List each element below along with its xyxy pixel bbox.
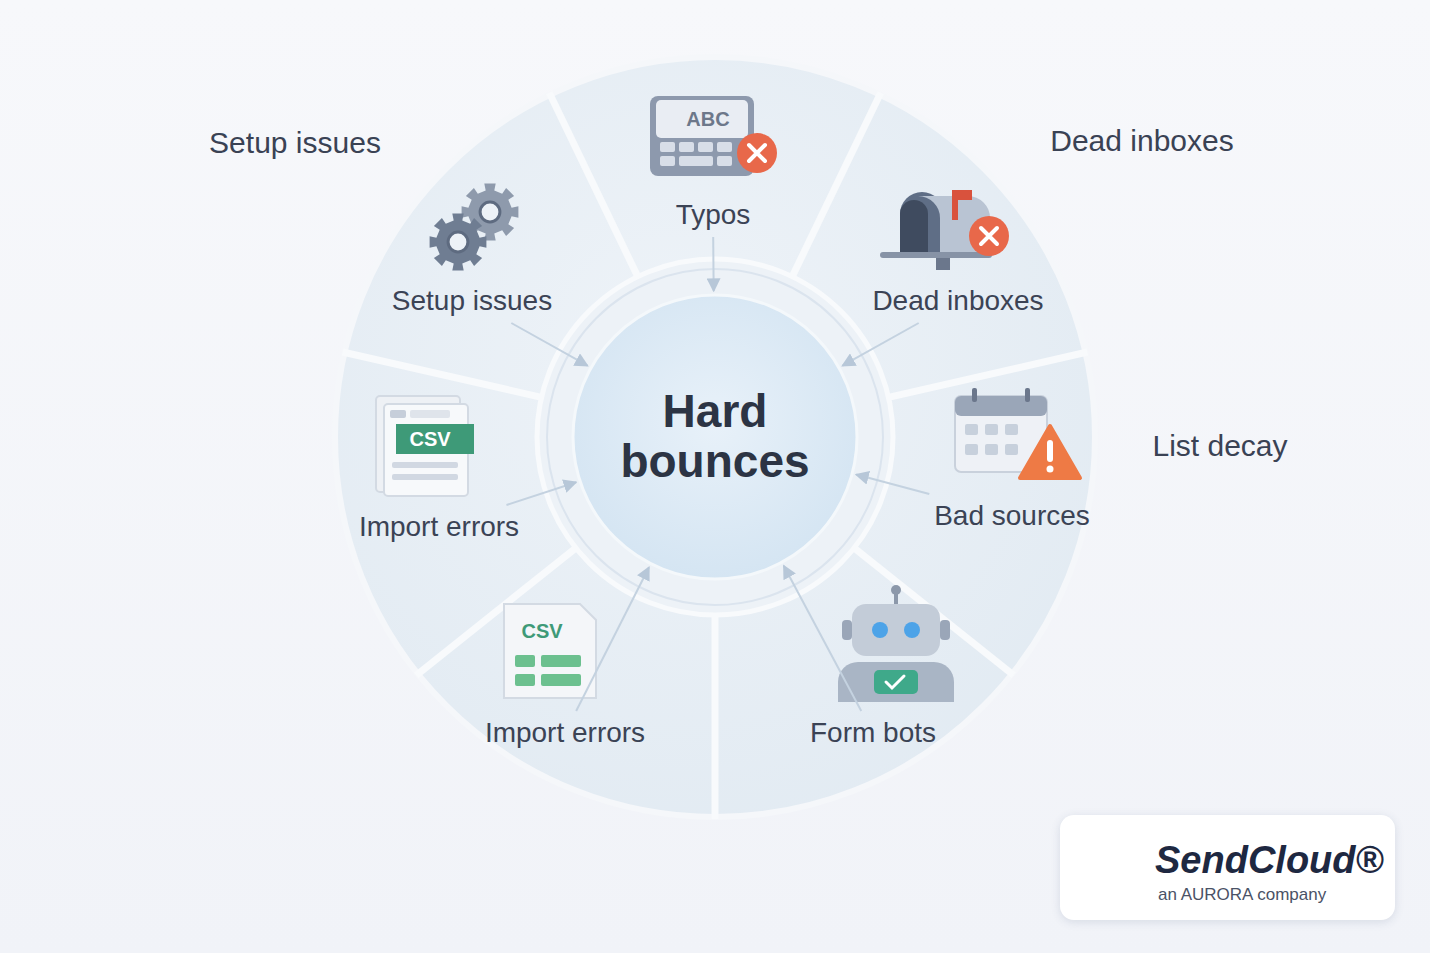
wheel-divider xyxy=(792,93,881,277)
flow-arrow xyxy=(712,237,714,291)
gear-icon xyxy=(430,214,487,271)
node-label: Typos xyxy=(676,199,751,230)
node-label: Dead inboxes xyxy=(872,285,1043,316)
flow-arrow xyxy=(511,323,587,366)
cause-segment: Form bots xyxy=(806,715,940,751)
logo-box: SendCloud® an AURORA company xyxy=(1060,815,1395,920)
flow-arrow xyxy=(784,566,862,711)
cause-segment: Bad sources xyxy=(930,498,1094,534)
gear-hole xyxy=(448,232,468,252)
brand-tagline: an AURORA company xyxy=(1158,885,1326,905)
gear-hole xyxy=(480,202,500,222)
node-label: Hard bounces xyxy=(600,387,830,486)
flow-arrow xyxy=(576,567,649,711)
node-label: Import errors xyxy=(359,511,519,542)
wheel-divider xyxy=(889,352,1088,397)
cause-segment: Typos xyxy=(672,197,755,233)
node-label: Setup issues xyxy=(392,285,552,316)
wheel-divider xyxy=(343,352,542,397)
cause-segment: Dead inboxes xyxy=(868,283,1047,319)
icon-text: CSV xyxy=(521,620,562,643)
flow-arrow xyxy=(506,482,576,505)
node-label: Import errors xyxy=(485,717,645,748)
outer-label: List decay xyxy=(1152,429,1287,463)
cause-segment: Import errors xyxy=(355,509,523,545)
outer-label: Setup issues xyxy=(209,126,381,160)
wheel-divider xyxy=(549,93,638,277)
cause-segment: Setup issues xyxy=(388,283,556,319)
outer-label: Dead inboxes xyxy=(1050,124,1233,158)
flow-arrow xyxy=(842,323,918,366)
icon-text: CSV xyxy=(409,428,450,451)
node-label: Form bots xyxy=(810,717,936,748)
flow-arrow xyxy=(856,475,929,494)
node-label: Bad sources xyxy=(934,500,1090,531)
cause-segment: Import errors xyxy=(481,715,649,751)
brand-name: SendCloud® xyxy=(1155,839,1384,882)
hard-bounces-hub: Hard bounces xyxy=(573,295,857,579)
wheel-divider xyxy=(712,615,719,819)
icon-text: ABC xyxy=(686,108,729,131)
